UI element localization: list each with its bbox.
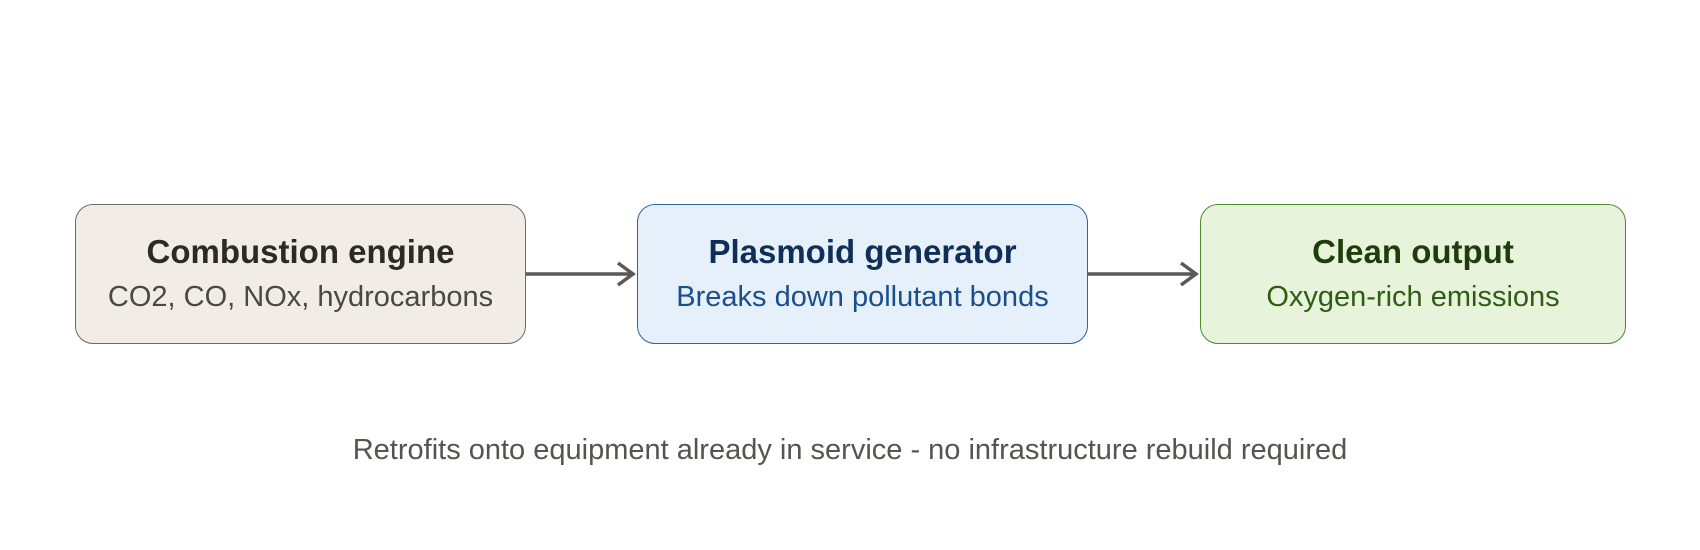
node-plasmoid-generator: Plasmoid generator Breaks down pollutant… — [637, 204, 1088, 344]
node-subtitle: Oxygen-rich emissions — [1266, 281, 1560, 313]
node-title: Combustion engine — [146, 233, 455, 270]
node-combustion-engine: Combustion engine CO2, CO, NOx, hydrocar… — [75, 204, 526, 344]
node-subtitle: Breaks down pollutant bonds — [676, 281, 1049, 313]
node-subtitle: CO2, CO, NOx, hydrocarbons — [107, 281, 494, 313]
node-clean-output: Clean output Oxygen-rich emissions — [1200, 204, 1626, 344]
arrow-engine-to-plasmoid — [526, 261, 636, 287]
diagram-caption: Retrofits onto equipment already in serv… — [352, 434, 1348, 466]
node-title: Plasmoid generator — [708, 233, 1017, 270]
node-title: Clean output — [1312, 233, 1514, 270]
arrow-plasmoid-to-clean — [1088, 261, 1199, 287]
